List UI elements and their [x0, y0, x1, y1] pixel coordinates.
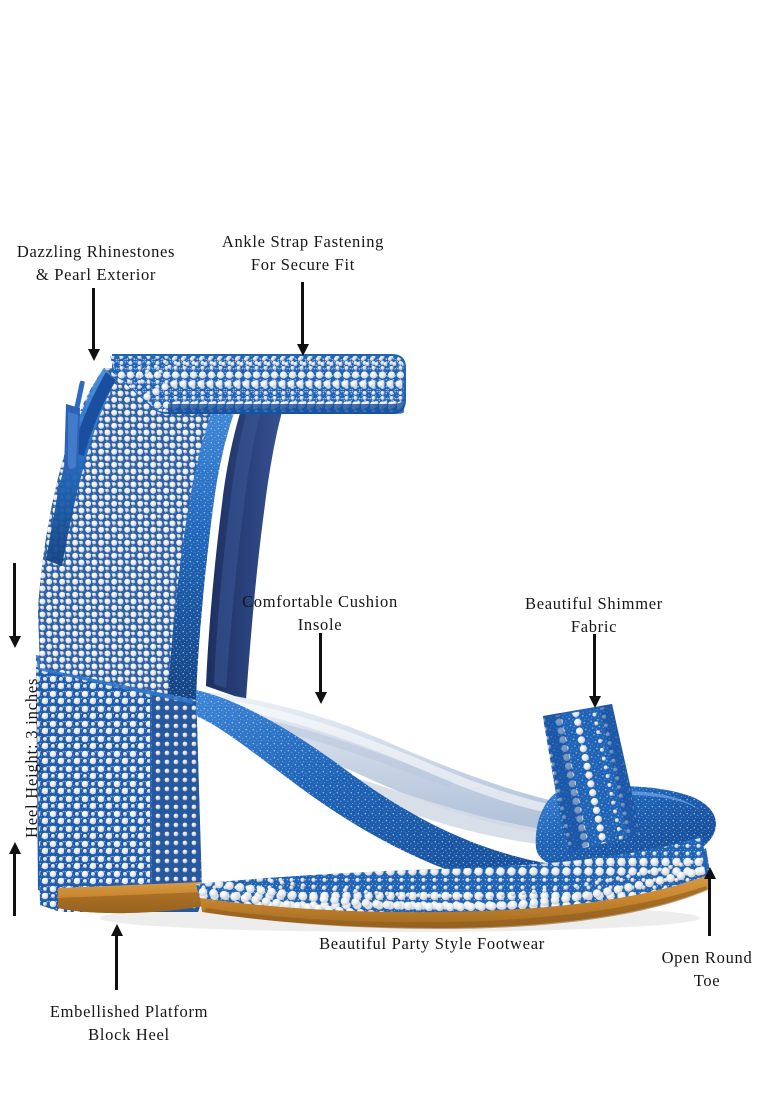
- arrow-down-icon-cushion-insole: [319, 633, 322, 693]
- annotation-heel-height: Heel Height: 3 inches: [22, 678, 42, 838]
- annotation-label: Open Round: [661, 948, 753, 967]
- arrow-down-icon-rhinestones: [92, 288, 95, 350]
- annotation-rhinestones-pearl-exterior: Dazzling Rhinestones & Pearl Exterior: [17, 240, 175, 286]
- annotation-party-style-footwear: Beautiful Party Style Footwear: [319, 932, 545, 955]
- annotation-label: Dazzling Rhinestones: [16, 242, 176, 261]
- cushion-insole: [206, 692, 584, 848]
- ankle-strap: [110, 354, 406, 414]
- glitter-upper: [196, 690, 716, 900]
- zipper: [64, 372, 116, 475]
- annotation-label: Block Heel: [88, 1025, 170, 1044]
- heel-counter: [38, 368, 292, 700]
- outsole: [200, 875, 710, 929]
- annotation-label: & Pearl Exterior: [35, 265, 157, 284]
- annotation-label: Insole: [297, 615, 343, 634]
- annotation-label: Heel Height: 3 inches: [22, 677, 41, 838]
- arrow-up-icon-heel-height: [13, 853, 16, 916]
- arrow-down-icon-shimmer-fabric: [593, 634, 596, 697]
- annotation-label: Beautiful Party Style Footwear: [319, 934, 545, 953]
- platform-band: [196, 836, 708, 914]
- annotation-label: Fabric: [570, 617, 618, 636]
- annotation-label: For Secure Fit: [250, 255, 356, 274]
- block-heel: [36, 655, 203, 914]
- arrow-up-icon-open-round-toe: [708, 878, 711, 936]
- ankle-strap-pearl-row: [116, 357, 404, 412]
- annotation-label: Ankle Strap Fastening: [221, 232, 385, 251]
- annotation-label: Comfortable Cushion: [242, 592, 398, 611]
- arrow-down-icon-heel-height: [13, 563, 16, 637]
- arrow-down-icon-ankle-strap: [301, 282, 304, 345]
- annotation-label: Beautiful Shimmer: [525, 594, 663, 613]
- annotation-label: Embellished Platform: [49, 1002, 209, 1021]
- arrow-up-icon-platform-block-heel: [115, 935, 118, 990]
- annotation-label: Toe: [693, 971, 721, 990]
